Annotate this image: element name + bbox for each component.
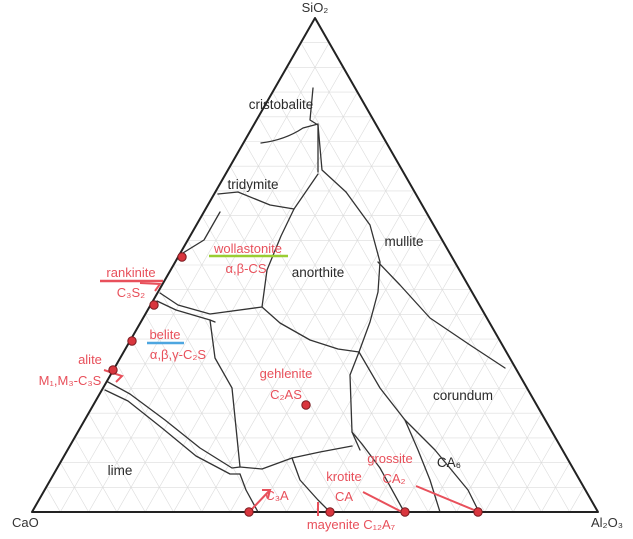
phase-label-gehlenite: gehlenite (260, 366, 313, 381)
grid-line (286, 240, 443, 513)
grossite-pointer (415, 485, 475, 511)
boundary-ca2 (404, 419, 441, 513)
phase-label-alite: alite (78, 352, 102, 367)
grid-line (102, 388, 174, 513)
boundary-corundum-left (358, 351, 479, 511)
phase-formula-krotite: CA (335, 489, 353, 504)
phase-formula-grossite: CA₂ (382, 471, 405, 486)
boundary-belite-gehlenite (209, 319, 241, 468)
marker-grossite (473, 507, 483, 517)
marker-belite (127, 336, 137, 346)
boundary-c12a7 (291, 457, 331, 513)
phase-formula-gehlenite: C₂AS (270, 387, 302, 402)
region-label-cristobalite: cristobalite (249, 97, 314, 112)
phase-formula-rankinite: C₃S₂ (117, 285, 145, 300)
phase-label-krotite: krotite (326, 469, 361, 484)
grid-line (399, 338, 500, 513)
marker-mayenite (325, 507, 335, 517)
region-label-tridymite: tridymite (227, 177, 278, 192)
phase-label-grossite: grossite (367, 451, 413, 466)
grid-line (215, 190, 401, 513)
grid-line (88, 67, 344, 513)
grid-line (229, 190, 415, 513)
triangle-outline (31, 17, 599, 513)
grid-line (512, 437, 556, 513)
phase-boundaries (104, 87, 506, 513)
phase-label-belite: belite (149, 327, 180, 342)
grid-line (286, 67, 542, 513)
vertex-label-cao: CaO (12, 515, 39, 530)
grid-line (159, 289, 287, 513)
boundary-rankinite-belite (159, 292, 263, 315)
boundary-anorthite-mullite (345, 191, 381, 353)
boundary-gehlenite-right (349, 351, 361, 451)
phase-formula-wollastonite: α,β-CS (226, 261, 267, 276)
region-label-corundum: corundum (433, 388, 493, 403)
phase-label-mayenite: mayenite C₁₂A₇ (307, 517, 396, 532)
boundary-alite-1 (107, 381, 241, 469)
boundary-c3a (239, 473, 259, 513)
rankinite-pointer (139, 282, 162, 292)
boundary-wollastonite-anorthite (177, 211, 221, 257)
boundary-anorthite-left (261, 208, 295, 308)
vertex-label-al2o3: Al₂O₃ (591, 515, 623, 530)
boundary-alite-2 (104, 389, 241, 475)
boundary-silica-mullite (309, 87, 347, 193)
grid-line (173, 141, 387, 513)
grid-line (130, 338, 231, 513)
marker-c3a (244, 507, 254, 517)
grid-line (201, 166, 401, 513)
grid-line (187, 240, 344, 513)
vertex-label-sio2: SiO₂ (302, 0, 329, 15)
boundary-ca-left (351, 431, 403, 509)
region-label-lime: lime (108, 463, 133, 478)
phase-formula-belite: α,β,γ-C₂S (150, 347, 206, 362)
marker-wollastonite (177, 252, 187, 262)
phase-markers (108, 252, 483, 517)
boundary-tridymite-lower (217, 173, 319, 210)
phase-label-wollastonite: wollastonite (213, 241, 282, 256)
grid-line (456, 388, 528, 513)
region-label-anorthite: anorthite (292, 265, 345, 280)
krotite-pointer (362, 491, 403, 513)
phase-formula-alite: M₁,M₃-C₃S (39, 373, 102, 388)
grid-line (229, 166, 429, 513)
region-label-mullite: mullite (384, 234, 423, 249)
grid-line (272, 91, 514, 513)
phase-label-rankinite: rankinite (106, 265, 155, 280)
grid-line (343, 289, 471, 513)
grid-line (45, 487, 61, 513)
marker-krotite (400, 507, 410, 517)
grid-line (60, 42, 330, 513)
grid-line (569, 487, 585, 513)
boundary-cristobalite-tridymite (260, 123, 319, 173)
marker-alite (108, 365, 118, 375)
boundary-anorthite-lower (261, 306, 360, 353)
grid-line (144, 116, 372, 513)
phase-label-c3a: C₃A (265, 488, 289, 503)
grid-line (300, 42, 570, 513)
boundary-mullite-corundum (377, 261, 506, 369)
grid-line (243, 141, 457, 513)
marker-gehlenite (301, 400, 311, 410)
boundary-rankinite-belite-2 (156, 300, 216, 323)
marker-rankinite (149, 300, 159, 310)
region-label-ca6: CA₆ (437, 455, 461, 470)
composition-grid (45, 42, 585, 513)
c3a-pointer (251, 489, 272, 510)
grid-line (74, 437, 118, 513)
